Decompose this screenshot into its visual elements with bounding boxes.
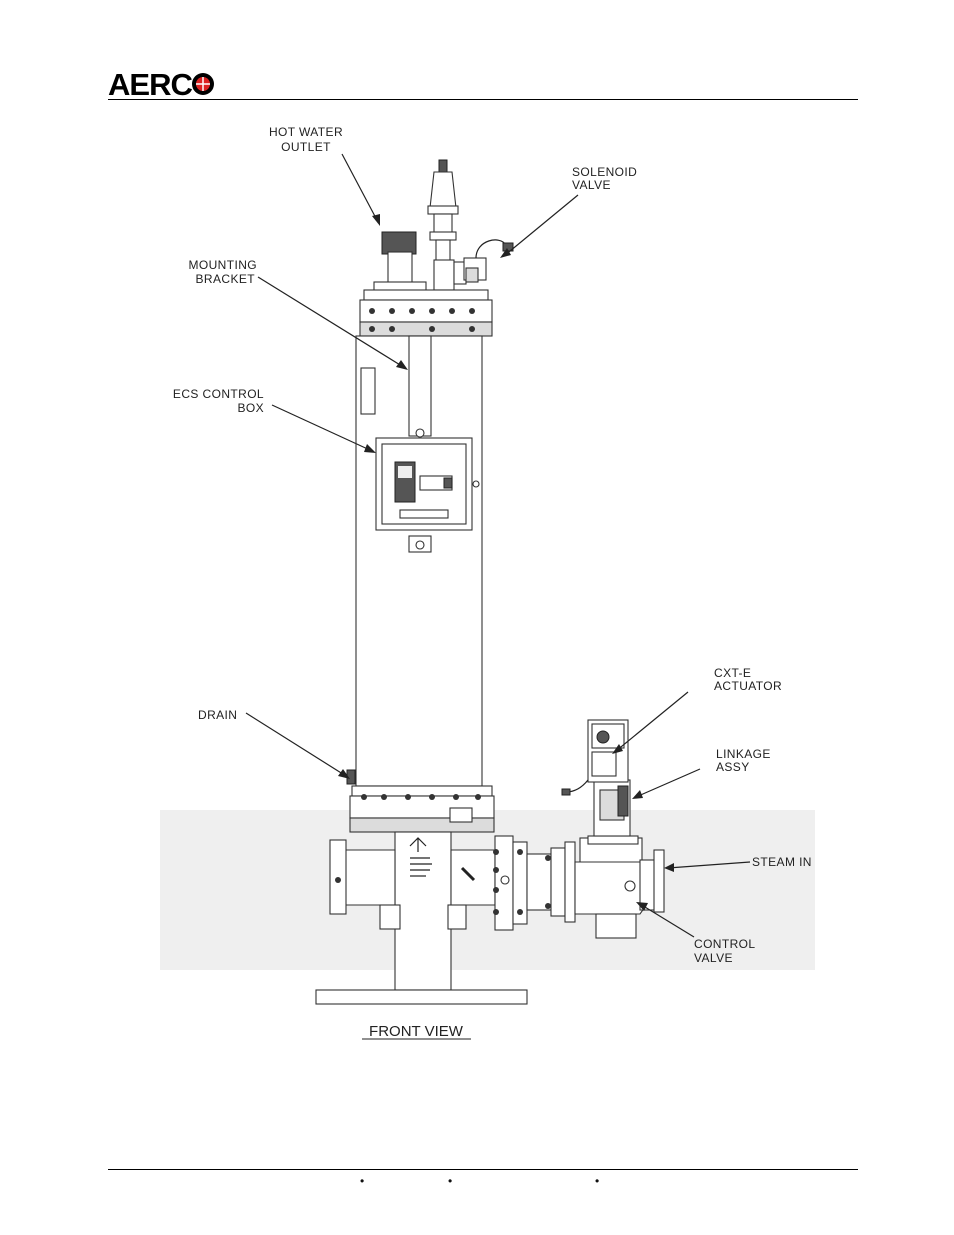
hot-water-outlet-pipe — [373, 231, 427, 293]
callout-ecs-control-box-2: BOX — [237, 401, 264, 415]
mounting-bracket — [408, 335, 432, 437]
aerco-logo-icon: AERC — [108, 68, 214, 100]
top-flange — [359, 289, 493, 337]
diagram-caption: FRONT VIEW — [369, 1023, 464, 1040]
bottom-flange — [349, 785, 495, 833]
callout-control-valve-1: CONTROL — [694, 937, 755, 951]
callout-solenoid-valve-2: VALVE — [572, 178, 611, 192]
control-valve — [574, 835, 665, 939]
vent-valve — [427, 159, 459, 291]
callout-linkage-assy-2: ASSY — [716, 760, 750, 774]
callout-solenoid-valve-1: SOLENOID — [572, 165, 637, 179]
callout-steam-in: STEAM IN — [752, 855, 812, 869]
side-access-panel — [360, 367, 376, 415]
callout-hot-water-outlet-2: OUTLET — [281, 140, 331, 154]
lower-head — [329, 831, 496, 991]
linkage-assembly — [593, 779, 631, 837]
callout-cxt-e-actuator-1: CXT-E — [714, 666, 751, 680]
callout-mounting-bracket-1: MOUNTING — [188, 258, 257, 272]
callout-control-valve-2: VALVE — [694, 951, 733, 965]
footer-rule — [108, 1169, 858, 1170]
callout-hot-water-outlet-1: HOT WATER — [269, 125, 343, 139]
callout-ecs-control-box-1: ECS CONTROL — [173, 387, 264, 401]
footer-bullet: • — [595, 1174, 600, 1188]
leader-lines — [245, 153, 751, 938]
callout-drain: DRAIN — [198, 708, 237, 722]
ecs-control-box — [375, 437, 480, 531]
footer-bullet: • — [448, 1174, 453, 1188]
header-rule — [108, 99, 858, 100]
callout-mounting-bracket-2: BRACKET — [196, 272, 256, 286]
base-stand — [315, 989, 528, 1005]
callout-cxt-e-actuator-2: ACTUATOR — [714, 679, 782, 693]
steam-inlet-piping — [493, 835, 576, 931]
brand-text: AERC — [108, 68, 192, 100]
solenoid-valve — [453, 239, 514, 285]
callout-linkage-assy-1: LINKAGE — [716, 747, 771, 761]
footer-bullet: • — [360, 1174, 365, 1188]
